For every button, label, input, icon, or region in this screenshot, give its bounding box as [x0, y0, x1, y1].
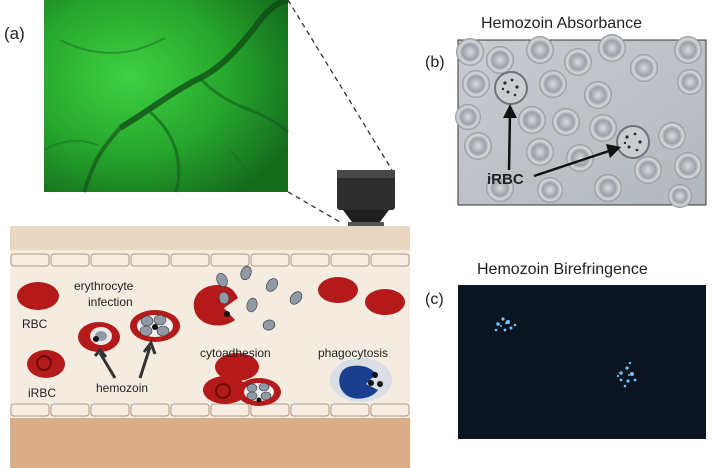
label-phagocytosis: phagocytosis: [318, 346, 388, 360]
label-rbc: RBC: [22, 317, 48, 331]
panel-c-label: (c): [425, 291, 444, 308]
panel-a-label: (a): [4, 24, 25, 43]
panel-b-label: (b): [425, 54, 445, 71]
rbc-right-1: [318, 277, 358, 303]
birefringence-micrograph: [458, 285, 706, 439]
zoom-line-bottom: [287, 191, 341, 223]
objective-lens-icon: [337, 170, 395, 226]
rbc-right-2: [365, 289, 405, 315]
macrophage-icon: [330, 358, 392, 402]
hemozoin-arrow-right: [138, 346, 152, 379]
infected-rbc-schizont: [130, 310, 180, 342]
irbc-cell: [27, 350, 65, 378]
label-erythrocyte: erythrocyte: [74, 279, 134, 293]
cytoadhered-irbc-group: [203, 353, 281, 406]
panel-b-title: Hemozoin Absorbance: [481, 15, 642, 32]
label-infection: infection: [88, 295, 133, 309]
label-cytoadhesion: cytoadhesion: [200, 346, 271, 360]
label-hemozoin: hemozoin: [96, 381, 148, 395]
hemozoin-arrow-left: [98, 352, 117, 379]
merozoites: [216, 265, 303, 331]
rbc-cell: [17, 282, 59, 310]
infected-rbc-ring: [78, 322, 120, 352]
label-irbc: iRBC: [28, 386, 56, 400]
vessel-microscopy-image: [43, 0, 289, 193]
panel-c-title: Hemozoin Birefringence: [477, 261, 648, 278]
irbc-annotation: iRBC: [487, 171, 524, 188]
absorbance-micrograph: [455, 34, 707, 208]
zoom-line-top: [287, 0, 393, 171]
